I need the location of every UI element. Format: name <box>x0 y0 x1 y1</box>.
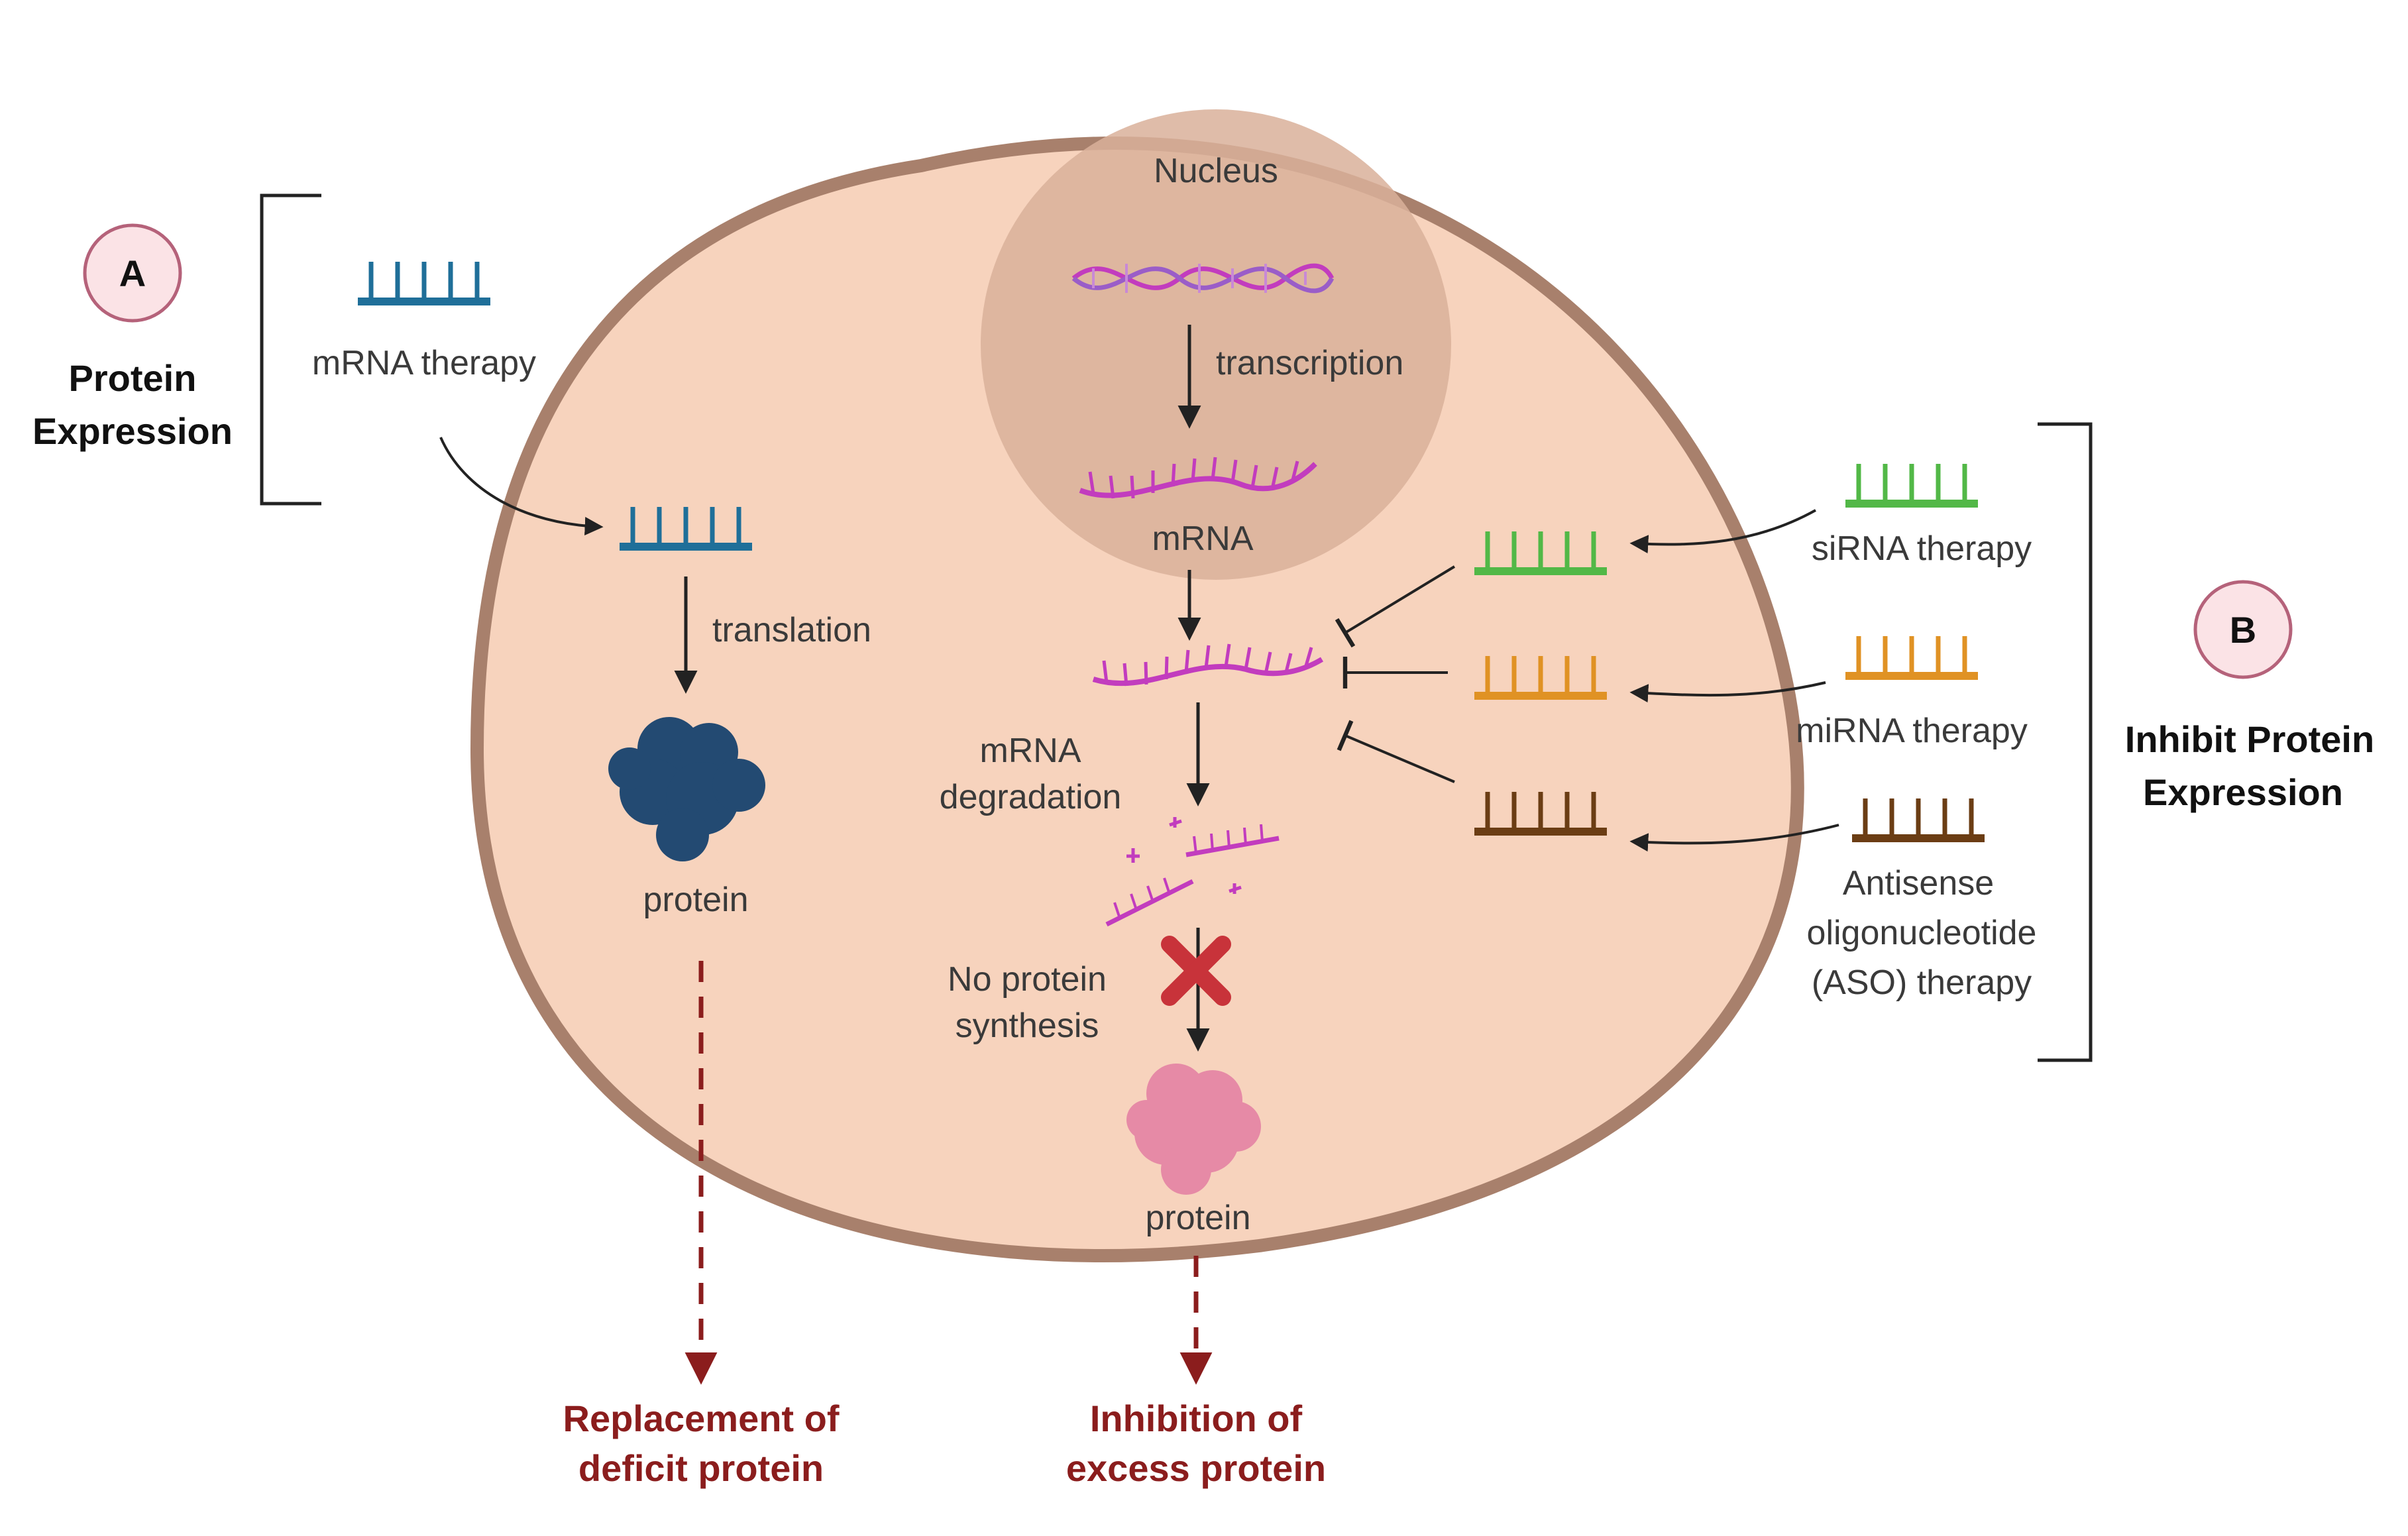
section-b-heading-line2: Expression <box>2143 771 2343 813</box>
mirna-entry-arrow <box>1629 681 1826 703</box>
degradation-label-line2: degradation <box>940 778 1122 816</box>
section-a-heading-line1: Protein <box>69 357 197 399</box>
sirna-entry-arrow <box>1629 509 1816 554</box>
sirna-therapy-icon <box>1845 464 1978 508</box>
section-a-badge-text: A <box>119 252 146 294</box>
section-b-badge <box>2193 580 2293 679</box>
aso-in-cell-icon <box>1474 792 1607 836</box>
section-a-bracket <box>260 193 321 506</box>
sirna-therapy-label: siRNA therapy <box>1812 529 2032 568</box>
aso-therapy-label-line3: (ASO) therapy <box>1812 963 2032 1002</box>
replacement-outcome-line2: deficit protein <box>578 1447 824 1489</box>
mrna-strand-nucleus-icon <box>1079 457 1317 499</box>
nucleus <box>981 109 1451 580</box>
mirna-in-cell-icon <box>1474 656 1607 700</box>
excess-protein-label: protein <box>1146 1199 1251 1237</box>
no-synthesis-label-line1: No protein <box>948 960 1107 999</box>
nucleus-title: Nucleus <box>1154 152 1278 190</box>
inhibition-outcome-line2: excess protein <box>1066 1447 1326 1489</box>
section-a-heading-line2: Expression <box>32 410 233 452</box>
aso-therapy-label-line1: Antisense <box>1843 864 1994 903</box>
excess-protein-icon <box>1126 1064 1261 1195</box>
mrna-in-cell-icon <box>620 507 752 551</box>
dna-helix-icon <box>1071 263 1335 294</box>
replacement-outcome-line1: Replacement of <box>563 1398 840 1439</box>
section-b-badge-text: B <box>2230 609 2256 651</box>
aso-therapy-icon <box>1852 798 1985 842</box>
mirna-therapy-label: miRNA therapy <box>1796 712 2028 750</box>
transcription-label: transcription <box>1216 344 1403 382</box>
section-a-badge <box>83 223 182 323</box>
aso-entry-arrow <box>1629 824 1839 852</box>
aso-therapy-label-line2: oligonucleotide <box>1807 914 2037 952</box>
inhibition-outcome-line1: Inhibition of <box>1090 1398 1303 1439</box>
mrna-therapy-entry-arrow <box>439 437 604 536</box>
mrna-therapy-icon <box>358 262 490 305</box>
blocked-x-icon <box>1161 936 1231 1006</box>
sirna-in-cell-icon <box>1474 531 1607 575</box>
mrna-label: mRNA <box>1152 520 1253 558</box>
deficit-protein-icon <box>608 717 765 861</box>
cell-membrane <box>470 137 1804 1262</box>
deficit-protein-label: protein <box>643 881 749 919</box>
translation-label: translation <box>712 611 871 649</box>
mirna-therapy-icon <box>1845 636 1978 680</box>
mrna-fragments-icon <box>1105 817 1280 927</box>
mrna-strand-cytoplasm-icon <box>1092 643 1324 686</box>
section-b-bracket <box>2038 422 2093 1062</box>
degradation-label-line1: mRNA <box>979 732 1081 770</box>
no-synthesis-label-line2: synthesis <box>956 1007 1099 1045</box>
section-b-heading-line1: Inhibit Protein <box>2125 718 2374 760</box>
aso-inhibit-line <box>1337 720 1455 783</box>
mrna-therapy-label: mRNA therapy <box>312 344 536 382</box>
sirna-inhibit-line <box>1335 565 1456 648</box>
